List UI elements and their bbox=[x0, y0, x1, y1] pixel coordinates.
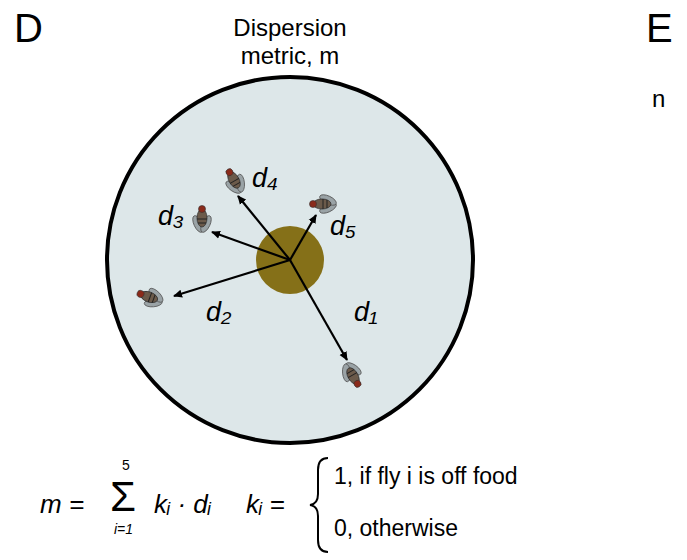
fly bbox=[335, 357, 369, 393]
panel-heading: Dispersion metric, m bbox=[200, 14, 380, 69]
panel-letter: E bbox=[646, 6, 673, 50]
distance-label: d₅ bbox=[330, 212, 356, 242]
brace bbox=[310, 458, 328, 552]
fly bbox=[133, 282, 167, 313]
case-text: 1, if fly i is off food bbox=[334, 464, 518, 489]
distance-arrow bbox=[174, 260, 290, 296]
panel-letter: D bbox=[14, 6, 43, 50]
distance-arrow bbox=[290, 215, 316, 260]
formula-term: m = bbox=[40, 490, 84, 519]
sum-limit: i=1 bbox=[114, 522, 133, 537]
formula-term: kᵢ = bbox=[246, 490, 285, 519]
distance-arrow bbox=[290, 260, 347, 360]
formula-term: kᵢ · dᵢ bbox=[154, 490, 211, 519]
arena bbox=[107, 77, 473, 443]
fly bbox=[191, 206, 214, 234]
fly bbox=[218, 163, 252, 199]
distance-label: d₂ bbox=[206, 298, 231, 328]
cut-text: n bbox=[652, 86, 665, 112]
distance-arrow bbox=[238, 196, 290, 260]
distance-label: d₁ bbox=[354, 298, 378, 328]
sum-limit: 5 bbox=[122, 458, 130, 473]
distance-label: d₃ bbox=[158, 202, 184, 232]
case-text: 0, otherwise bbox=[334, 516, 458, 541]
distance-label: d₄ bbox=[252, 164, 278, 194]
sum-symbol: Σ bbox=[110, 474, 136, 520]
